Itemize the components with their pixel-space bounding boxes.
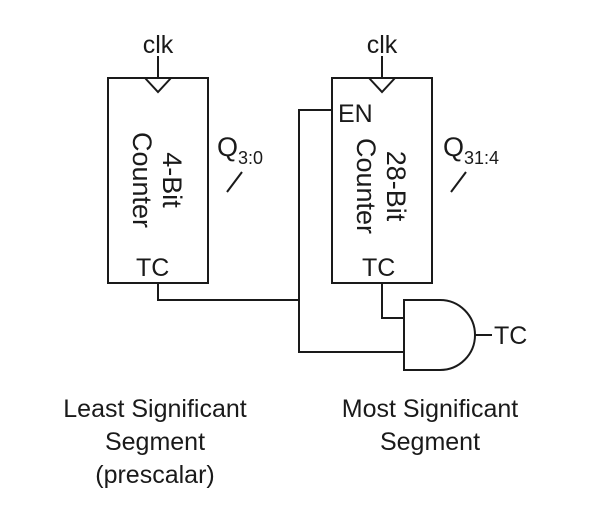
caption-right: Most Significant Segment bbox=[295, 393, 565, 459]
msb-enable-label: EN bbox=[338, 100, 373, 128]
and-gate bbox=[403, 299, 476, 371]
lsb-counter-name: 4-Bit Counter bbox=[127, 132, 187, 228]
msb-tc-wire bbox=[381, 283, 404, 319]
msb-tc-label: TC bbox=[362, 254, 395, 282]
msb-clock-triangle bbox=[368, 77, 396, 94]
msb-clk-label: clk bbox=[367, 31, 398, 59]
and-gate-output-label: TC bbox=[494, 322, 527, 350]
msb-counter-block bbox=[331, 77, 433, 284]
caption-left: Least Significant Segment (prescalar) bbox=[20, 393, 290, 492]
msb-output-q: Q bbox=[443, 132, 464, 162]
msb-output-sub: 31:4 bbox=[464, 148, 499, 168]
lsb-output-sub: 3:0 bbox=[238, 148, 263, 168]
lsb-counter-name-line2: Counter bbox=[127, 132, 157, 228]
msb-counter-name-line1: 28-Bit bbox=[381, 151, 411, 222]
lsb-clock-triangle bbox=[144, 77, 172, 94]
caption-right-line2: Segment bbox=[379, 428, 481, 456]
caption-left-line3: (prescalar) bbox=[95, 461, 215, 489]
lsb-output-label: Q3:0 bbox=[217, 132, 263, 168]
caption-left-line2: Segment bbox=[104, 428, 206, 456]
lsb-tc-label: TC bbox=[136, 254, 169, 282]
caption-left-line1: Least Significant bbox=[63, 395, 247, 423]
enable-wire bbox=[298, 109, 404, 353]
msb-counter-name-line2: Counter bbox=[351, 138, 381, 234]
lsb-output-q: Q bbox=[217, 132, 238, 162]
msb-counter-name: 28-Bit Counter bbox=[351, 138, 411, 234]
lsb-counter-name-line1: 4-Bit bbox=[157, 152, 187, 208]
caption-right-line1: Most Significant bbox=[341, 395, 519, 423]
lsb-tc-wire bbox=[157, 283, 299, 301]
msb-output-label: Q31:4 bbox=[443, 132, 499, 168]
msb-bus-slash bbox=[450, 171, 467, 193]
lsb-bus-slash bbox=[226, 171, 243, 193]
lsb-counter-block bbox=[107, 77, 209, 284]
lsb-clk-label: clk bbox=[143, 31, 174, 59]
